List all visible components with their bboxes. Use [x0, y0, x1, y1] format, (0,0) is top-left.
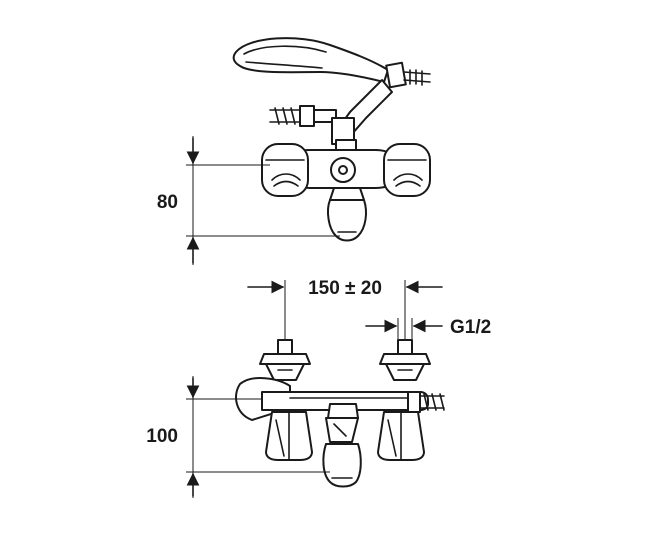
dimension-label-150: 150 ± 20: [308, 278, 382, 299]
dimension-height-top: 80: [157, 136, 340, 265]
dimension-thread: G1/2: [365, 317, 491, 340]
bottom-view-faucet: [235, 339, 445, 488]
dimension-center-distance: 150 ± 20: [247, 278, 443, 340]
dimension-height-bottom: 100: [146, 376, 330, 498]
left-inlet-thread: [269, 105, 337, 127]
right-inlet: [379, 339, 431, 381]
left-inlet: [259, 339, 311, 381]
dimension-label-80: 80: [157, 192, 178, 213]
right-handle: [383, 143, 431, 197]
top-view-faucet: [232, 37, 431, 242]
left-handle: [261, 143, 309, 197]
left-handle-front: [265, 411, 313, 461]
dimension-label-100: 100: [146, 426, 178, 447]
right-outlet-thread: [407, 391, 445, 413]
right-handle-front: [377, 411, 425, 461]
dimension-label-thread: G1/2: [450, 317, 491, 338]
hand-shower: [232, 37, 431, 89]
